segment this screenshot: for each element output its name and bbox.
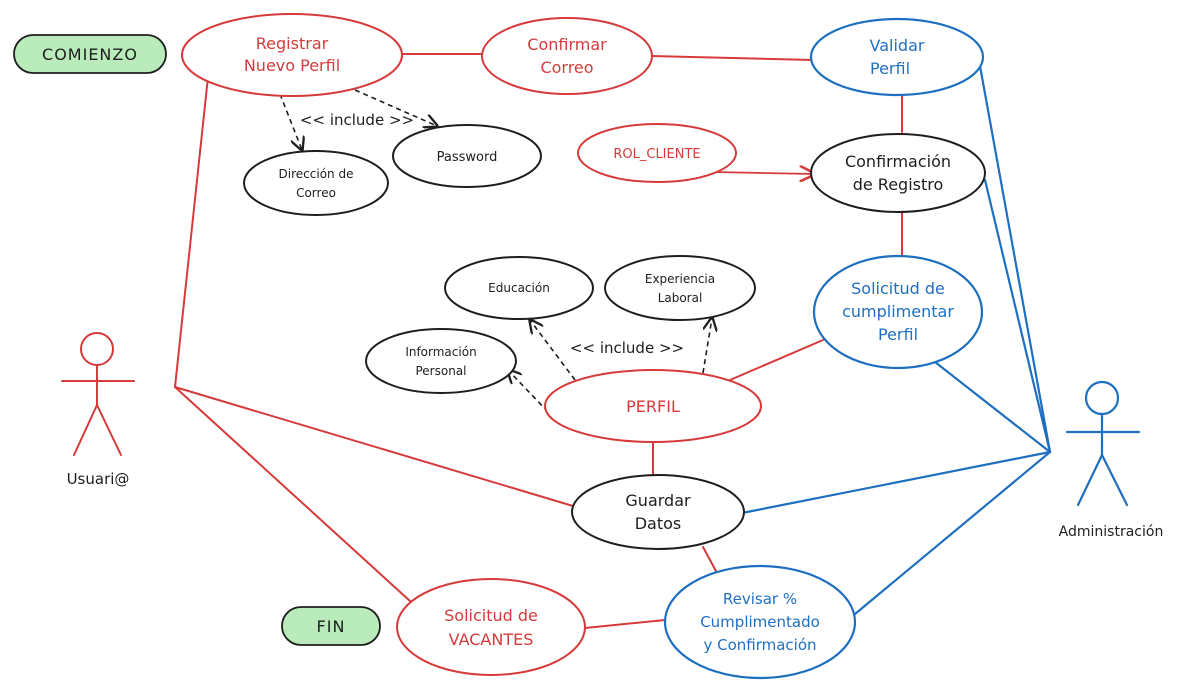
vacantes-line1: Solicitud de [444,606,538,625]
usecase-validar-perfil: Validar Perfil [809,17,985,97]
include-label-mid: << include >> [570,339,684,357]
line-user-vacantes [174,386,411,602]
usecase-confirmar-correo: Confirmar Correo [481,17,653,95]
usecase-perfil: PERFIL [544,369,762,443]
include-arrows [279,89,712,413]
usecase-direccion-correo: Dirección de Correo [243,150,389,216]
educacion-label: Educación [488,281,550,295]
validar-line2: Perfil [870,59,910,78]
perfil-label: PERFIL [626,397,680,416]
experiencia-line2: Laboral [658,291,703,305]
include-arrow-educacion [530,320,576,381]
line-perfil-solicitud [729,336,831,381]
user-stick-figure-icon [61,332,135,456]
guardar-line2: Datos [635,514,682,533]
line-user-registrar [174,76,209,388]
usecase-informacion-personal: Información Personal [365,328,517,394]
confirmacion-line2: de Registro [853,175,944,194]
registrar-line1: Registrar [256,34,329,53]
experiencia-line1: Experiencia [645,272,715,286]
include-arrow-experiencia [702,318,712,374]
password-label: Password [437,150,498,165]
informacion-line1: Información [405,345,476,359]
direccion-line2: Correo [296,186,336,200]
guardar-line1: Guardar [625,491,691,510]
usecase-solicitud-cumplimentar-perfil: Solicitud de cumplimentar Perfil [812,254,984,370]
direccion-line1: Dirección de [279,167,354,181]
revisar-line3: y Confirmación [703,636,816,654]
confirmacion-line1: Confirmación [845,152,951,171]
admin-stick-figure-icon [1065,380,1141,507]
solicitud-perfil-line2: cumplimentar [842,302,954,321]
line-admin-solicitud [933,360,1052,454]
actor-user [61,332,135,456]
informacion-line2: Personal [415,364,466,378]
revisar-line1: Revisar % [723,590,797,608]
include-arrow-password [354,89,437,126]
start-label: COMIENZO [42,45,138,64]
usecase-rol-cliente: ROL_CLIENTE [577,123,737,183]
revisar-line2: Cumplimentado [700,613,820,631]
usecase-registrar-nuevo-perfil: Registrar Nuevo Perfil [181,13,403,97]
actor-admin-label: Administración [1059,524,1164,540]
line-admin-guardar [740,450,1052,515]
usecase-experiencia-laboral: Experiencia Laboral [604,255,756,321]
confirmar-line1: Confirmar [527,35,607,54]
rol-label: ROL_CLIENTE [613,147,700,162]
line-vacantes-revisar [584,619,666,629]
arrow-rol-confirmacion [712,172,814,174]
usecase-solicitud-vacantes: Solicitud de VACANTES [396,578,586,676]
red-associations [174,53,903,629]
line-admin-validar [978,64,1052,454]
line-user-guardar [174,386,574,507]
usecase-guardar-datos: Guardar Datos [571,474,745,550]
line-admin-revisar [853,450,1052,616]
end-node: FIN [281,606,381,646]
line-confirmar-validar [650,55,814,61]
include-arrow-direccion [279,93,302,150]
include-arrow-informacion [508,370,549,413]
blue-associations [740,64,1052,616]
confirmar-line2: Correo [540,58,593,77]
registrar-line2: Nuevo Perfil [244,56,340,75]
vacantes-line2: VACANTES [449,630,534,649]
usecase-password: Password [392,124,542,188]
actor-user-label: Usuari@ [67,470,130,488]
actor-admin [1065,380,1141,507]
line-guardar-revisar [702,546,718,574]
usecase-confirmacion-registro: Confirmación de Registro [810,133,986,213]
solicitud-perfil-line3: Perfil [878,325,918,344]
end-label: FIN [317,617,346,636]
usecase-revisar-cumplimentado: Revisar % Cumplimentado y Confirmación [663,564,857,680]
usecase-educacion: Educación [444,256,594,320]
validar-line1: Validar [870,36,925,55]
include-label-top: << include >> [300,111,414,129]
line-admin-confirmacion [983,178,1052,454]
solicitud-perfil-line1: Solicitud de [851,279,945,298]
start-node: COMIENZO [13,34,167,74]
